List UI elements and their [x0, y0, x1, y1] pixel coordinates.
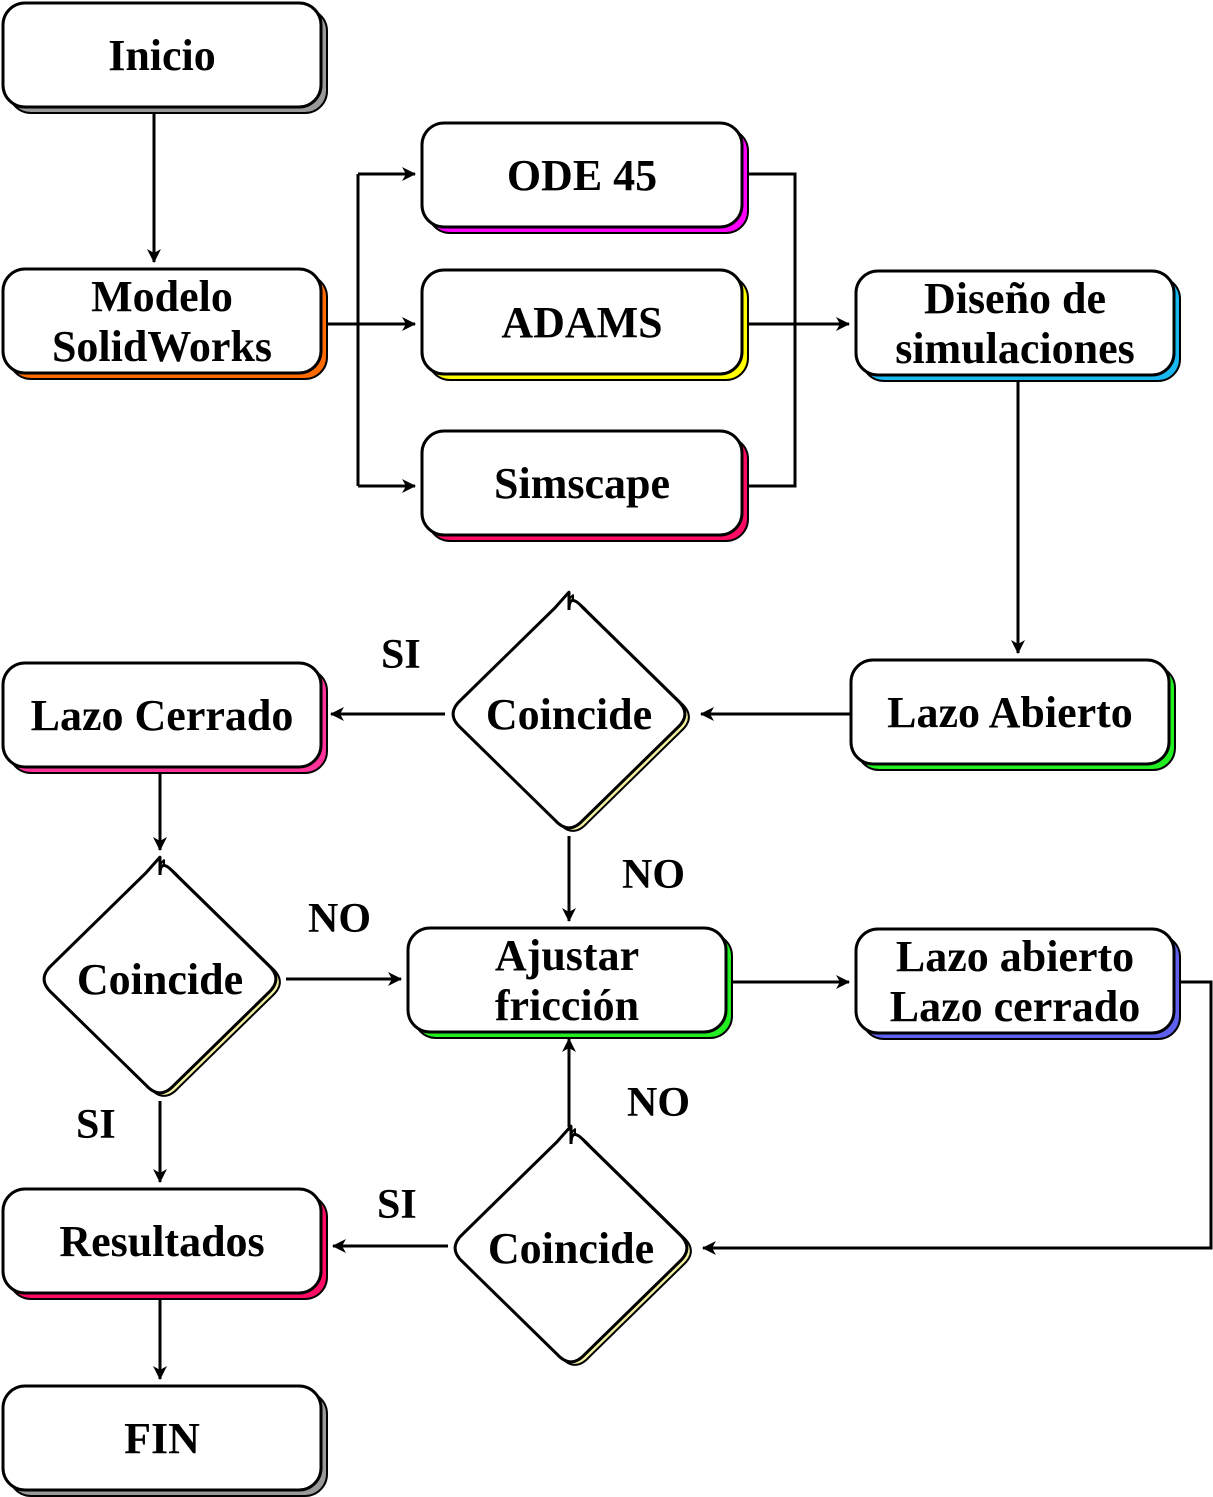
- node-label: Inicio: [108, 31, 216, 80]
- node-box: [406, 926, 728, 1034]
- node-box: [420, 429, 744, 537]
- node-box: [1, 1187, 323, 1295]
- edge-label-no: NO: [627, 1080, 690, 1126]
- edge-lazo-ambos-coincide3: [702, 980, 1213, 1255]
- node-adams: ADAMS: [420, 268, 749, 381]
- node-coincide2: Coincide: [42, 855, 281, 1097]
- node-ode45: ODE 45: [420, 121, 749, 234]
- node-box: [854, 269, 1176, 377]
- node-box: [1, 1, 323, 109]
- node-label: Simscape: [494, 459, 670, 508]
- decision-diamond: [453, 1124, 689, 1364]
- node-label: Coincide: [77, 955, 243, 1004]
- decision-diamond: [451, 590, 687, 830]
- node-fin: FIN: [1, 1384, 328, 1497]
- node-coincide1: Coincide: [451, 590, 690, 832]
- node-label: Lazo cerrado: [890, 982, 1140, 1031]
- node-label: ADAMS: [501, 298, 662, 347]
- node-box: [1, 661, 323, 769]
- node-lazo-cerrado: Lazo Cerrado: [1, 661, 328, 774]
- node-label: fricción: [495, 981, 639, 1030]
- node-coincide3: Coincide: [453, 1124, 692, 1366]
- node-box: [420, 268, 744, 376]
- node-label: ODE 45: [507, 151, 657, 200]
- node-label: Coincide: [488, 1224, 654, 1273]
- decision-diamond: [42, 855, 278, 1095]
- edge-label-si: SI: [377, 1182, 417, 1228]
- node-box: [854, 927, 1176, 1035]
- edge-label-no: NO: [622, 852, 685, 898]
- edge-merge-bus: [748, 172, 797, 488]
- node-resultados: Resultados: [1, 1187, 328, 1300]
- node-label: Lazo Abierto: [887, 688, 1133, 737]
- node-simscape: Simscape: [420, 429, 749, 542]
- node-inicio: Inicio: [1, 1, 328, 114]
- edge-label-si: SI: [381, 632, 421, 678]
- edge-label-si: SI: [76, 1102, 116, 1148]
- node-label: Lazo abierto: [896, 932, 1134, 981]
- node-label: Resultados: [59, 1217, 264, 1266]
- node-label: SolidWorks: [52, 322, 272, 371]
- node-box: [420, 121, 744, 229]
- node-box: [1, 267, 323, 375]
- node-label: FIN: [124, 1414, 200, 1463]
- node-label: Lazo Cerrado: [31, 691, 294, 740]
- node-box: [1, 1384, 323, 1492]
- node-label: Coincide: [486, 690, 652, 739]
- edge-labels: SI NO NO SI NO SI: [76, 632, 690, 1228]
- edge-label-no: NO: [308, 896, 371, 942]
- node-label: Diseño de: [924, 274, 1106, 323]
- node-label: simulaciones: [895, 324, 1135, 373]
- edges: [147, 109, 1213, 1380]
- node-label: Ajustar: [495, 931, 639, 980]
- node-lazo-abierto: Lazo Abierto: [849, 658, 1176, 771]
- node-box: [849, 658, 1171, 766]
- node-label: Modelo: [91, 272, 233, 321]
